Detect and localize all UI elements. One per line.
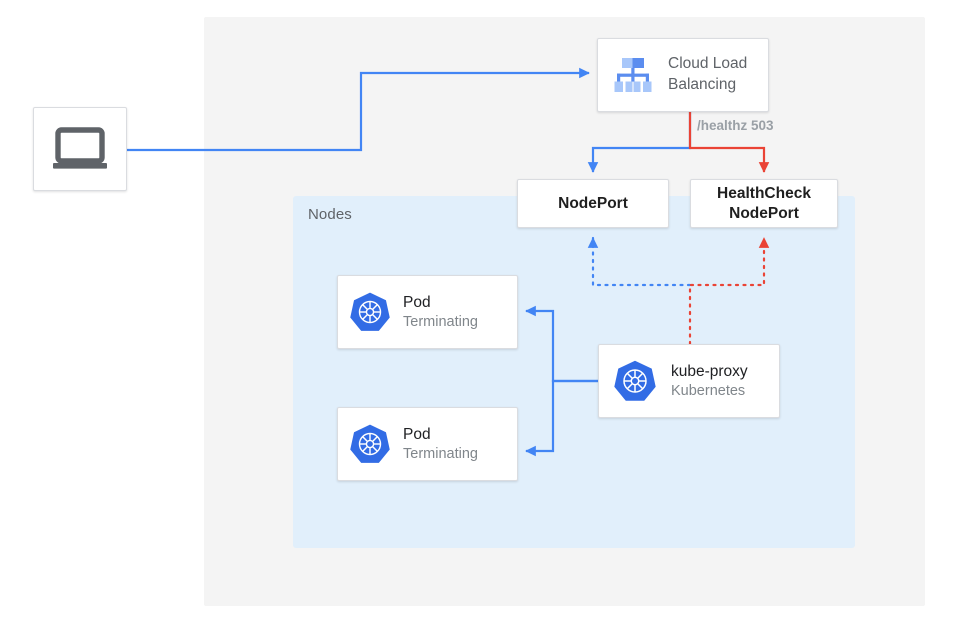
kube-proxy-box[interactable]: kube-proxy Kubernetes — [598, 344, 780, 418]
healthcheck-nodeport-box[interactable]: HealthCheck NodePort — [690, 179, 838, 228]
pod-1-label: Pod — [403, 293, 431, 311]
pod-2-status: Terminating — [403, 445, 478, 462]
pod-2-labels: Pod Terminating — [403, 425, 478, 464]
cloud-load-balancing[interactable]: Cloud Load Balancing — [597, 38, 769, 112]
kubernetes-icon — [349, 423, 391, 465]
nodeport-label: NodePort — [558, 194, 628, 212]
healthz-edge-label: /healthz 503 — [697, 118, 774, 133]
client-device[interactable] — [33, 107, 127, 191]
pod-1-labels: Pod Terminating — [403, 293, 478, 332]
kube-proxy-label: kube-proxy — [671, 362, 748, 380]
pod-box-1[interactable]: Pod Terminating — [337, 275, 518, 349]
pod-2-label: Pod — [403, 425, 431, 443]
laptop-icon — [52, 127, 108, 171]
healthcheck-nodeport-labels: HealthCheck NodePort — [717, 184, 811, 223]
nodeport-box[interactable]: NodePort — [517, 179, 669, 228]
cloud-load-balancing-label-line2: Balancing — [668, 76, 737, 93]
kube-proxy-sublabel: Kubernetes — [671, 382, 746, 399]
nodes-panel-label: Nodes — [308, 206, 352, 223]
cloud-load-balancing-icon — [609, 51, 657, 99]
healthcheck-nodeport-label-line1: HealthCheck — [717, 185, 811, 203]
kube-proxy-labels: kube-proxy Kubernetes — [671, 362, 748, 401]
pod-box-2[interactable]: Pod Terminating — [337, 407, 518, 481]
cloud-load-balancing-labels: Cloud Load Balancing — [668, 54, 747, 96]
pod-1-status: Terminating — [403, 313, 478, 330]
healthcheck-nodeport-label-line2: NodePort — [729, 204, 799, 222]
kubernetes-icon — [613, 359, 657, 403]
kubernetes-icon — [349, 291, 391, 333]
cloud-load-balancing-label-line1: Cloud Load — [668, 55, 748, 73]
